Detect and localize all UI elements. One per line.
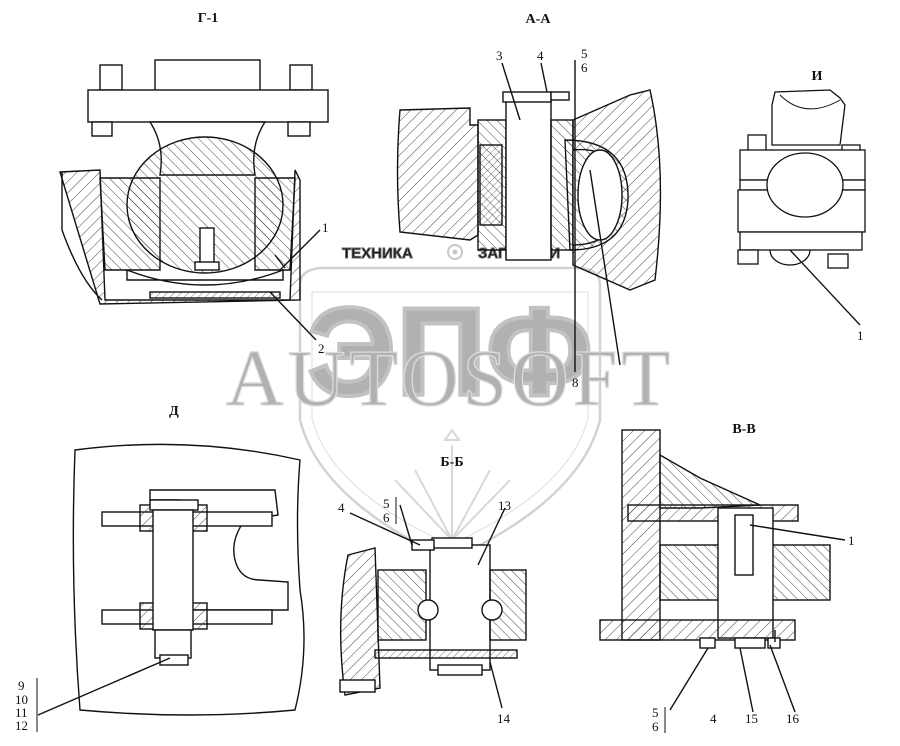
callout-aa-8: 8	[572, 375, 579, 390]
callout-aa-5: 5	[581, 46, 588, 61]
view-vv	[599, 429, 846, 713]
callout-d-10: 10	[15, 692, 28, 707]
view-title-g1: Г-1	[198, 11, 219, 26]
callout-bb-4: 4	[338, 500, 345, 515]
callout-vv-6: 6	[652, 719, 659, 734]
view-title-aa: А-А	[526, 12, 552, 27]
callout-d-11: 11	[15, 705, 28, 720]
callout-g1-2: 2	[318, 341, 325, 356]
view-title-i: И	[812, 69, 823, 84]
callout-vv-4: 4	[710, 711, 717, 726]
view-title-vv: В-В	[732, 422, 755, 437]
callout-g1-1: 1	[322, 220, 329, 235]
view-title-d: Д	[169, 404, 179, 419]
view-title-bb: Б-Б	[440, 455, 463, 470]
gear-icon	[447, 244, 463, 260]
callout-vv-15: 15	[745, 711, 758, 726]
callout-aa-6: 6	[581, 60, 588, 75]
view-bb	[339, 504, 527, 709]
callout-bb-6: 6	[383, 510, 390, 525]
view-g1	[59, 59, 329, 341]
watermark-left-word: ТЕХНИКА	[342, 245, 413, 262]
view-aa	[396, 60, 662, 372]
callout-d-12: 12	[15, 718, 28, 733]
watermark-logo: ЭПФ	[307, 283, 592, 422]
callout-i-1: 1	[857, 328, 864, 343]
view-i	[737, 89, 866, 326]
callout-aa-3: 3	[496, 48, 503, 63]
callout-bb-13: 13	[498, 498, 511, 513]
callout-bb-14: 14	[497, 711, 511, 726]
view-d	[37, 443, 305, 716]
callout-vv-5: 5	[652, 705, 659, 720]
callout-vv-1: 1	[848, 533, 855, 548]
callout-aa-4: 4	[537, 48, 544, 63]
callout-d-9: 9	[18, 678, 25, 693]
callout-bb-5: 5	[383, 496, 390, 511]
callout-vv-16: 16	[786, 711, 800, 726]
watermark-faint-text: AUTOSOFT	[226, 335, 674, 423]
watermark: ЭПФ AUTOSOFT	[225, 244, 674, 562]
